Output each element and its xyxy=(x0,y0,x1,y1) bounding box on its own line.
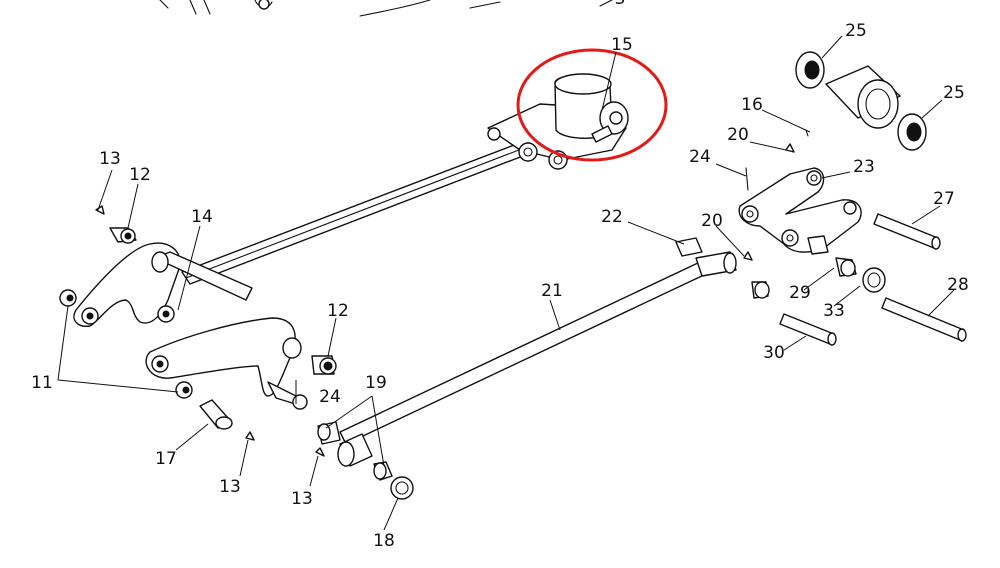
callout-13: 13 xyxy=(99,149,121,169)
long-tube xyxy=(181,141,529,285)
callout-29: 29 xyxy=(789,283,811,303)
callout-22: 22 xyxy=(601,207,623,227)
callout-24: 24 xyxy=(689,147,711,167)
callout-30: 30 xyxy=(763,343,785,363)
callout-20: 20 xyxy=(727,125,749,145)
pins-right xyxy=(779,213,967,346)
callout-23: 23 xyxy=(853,157,875,177)
callout-15: 15 xyxy=(611,35,633,55)
callout-25: 25 xyxy=(943,83,965,103)
lower-lever xyxy=(145,317,308,410)
callout-33: 33 xyxy=(823,301,845,321)
top-partial-drawing xyxy=(159,0,613,17)
callout-12: 12 xyxy=(129,165,151,185)
callout-28: 28 xyxy=(947,275,969,295)
callout-20: 20 xyxy=(701,211,723,231)
callout-21: 21 xyxy=(541,281,563,301)
leader-lines xyxy=(57,35,955,531)
highlight-circle-15 xyxy=(516,48,668,162)
bushing-25 xyxy=(795,51,927,151)
callout-14: 14 xyxy=(191,207,213,227)
rod-end-parts xyxy=(315,421,414,500)
callout-17: 17 xyxy=(155,449,177,469)
callout-13: 13 xyxy=(219,477,241,497)
left-frame-arm xyxy=(73,242,253,327)
callout-3: 3 xyxy=(615,0,626,9)
callout-13: 13 xyxy=(291,489,313,509)
right-brackets xyxy=(738,129,862,255)
rod-21 xyxy=(339,237,770,445)
callout-11: 11 xyxy=(31,373,53,393)
callout-19: 19 xyxy=(365,373,387,393)
pivot-bracket-15 xyxy=(487,73,629,170)
callout-18: 18 xyxy=(373,531,395,551)
callout-27: 27 xyxy=(933,189,955,209)
callout-12: 12 xyxy=(327,301,349,321)
callout-25: 25 xyxy=(845,21,867,41)
callout-labels: 3 15 25 25 16 20 24 23 27 13 12 14 22 20 21 28 29 33 11 12 3… xyxy=(31,0,969,551)
callout-16: 16 xyxy=(741,95,763,115)
callout-24: 24 xyxy=(319,387,341,407)
